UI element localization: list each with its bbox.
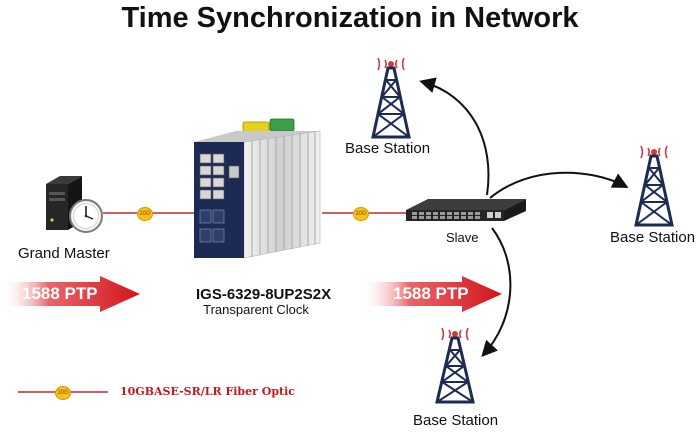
radio-tower-icon — [435, 327, 475, 404]
link-badge-left: 10G — [137, 207, 153, 221]
link-to-bottom-station — [481, 227, 512, 357]
switch-role-label: Transparent Clock — [203, 302, 309, 317]
legend-badge: 10G — [55, 386, 71, 400]
ptp-arrow-left — [0, 276, 140, 312]
page-title: Time Synchronization in Network — [121, 2, 579, 34]
link-to-top-station — [419, 77, 490, 196]
link-badge-label: 10G — [355, 211, 367, 217]
slave-label: Slave — [446, 230, 479, 245]
legend-label: 10GBASE-SR/LR Fiber Optic — [120, 385, 295, 398]
rack-switch-icon — [406, 199, 526, 221]
legend-badge-label: 10G — [57, 390, 69, 396]
base-station-top-label: Base Station — [345, 140, 431, 157]
radio-tower-icon — [371, 57, 411, 139]
clock-icon — [69, 199, 103, 233]
ptp-arrow-middle-label: 1588 PTP — [393, 284, 469, 303]
grand-master-label: Grand Master — [18, 245, 110, 262]
ptp-arrow-left-label: 1588 PTP — [22, 284, 98, 303]
base-station-right-label: Base Station — [610, 229, 696, 246]
link-badge-label: 10G — [139, 211, 151, 217]
link-to-right-station — [489, 171, 629, 199]
switch-model-label: IGS-6329-8UP2S2X — [196, 286, 332, 303]
base-station-bottom-label: Base Station — [413, 412, 499, 429]
radio-tower-icon — [634, 145, 674, 227]
industrial-switch-icon — [194, 118, 321, 259]
link-badge-right: 10G — [353, 207, 369, 221]
ptp-arrow-middle — [360, 276, 502, 312]
